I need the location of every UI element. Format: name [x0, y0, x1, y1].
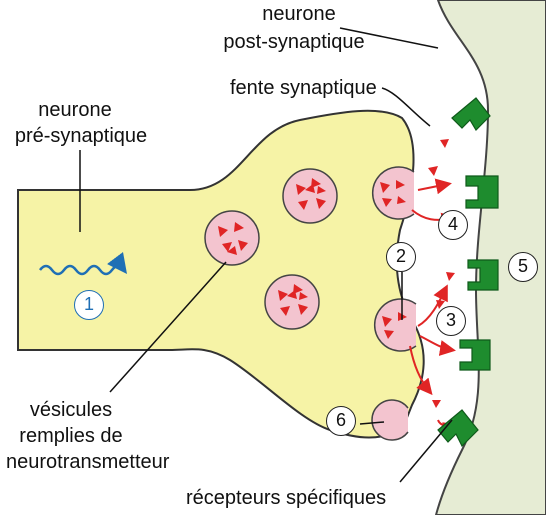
- receptors-label: récepteurs spécifiques: [186, 486, 386, 510]
- neurotransmitters: [428, 139, 455, 408]
- step-4-badge: 4: [438, 210, 468, 240]
- vesicles-label-line1: vésicules: [16, 398, 126, 422]
- step-3-badge: 3: [436, 306, 466, 336]
- receptor: [452, 98, 490, 130]
- step-6-badge: 6: [326, 406, 356, 436]
- recycling-vesicle: [372, 400, 408, 440]
- step-2-badge: 2: [386, 242, 416, 272]
- vesicle: [205, 211, 259, 265]
- presynaptic-label-line1: neurone: [20, 98, 130, 122]
- vesicle: [283, 169, 337, 223]
- step-5-badge: 5: [508, 252, 538, 282]
- vesicles-label-line2: remplies de: [12, 424, 130, 448]
- receptor: [468, 260, 498, 290]
- presynaptic-label-line2: pré-synaptique: [12, 124, 150, 148]
- receptor: [460, 340, 490, 370]
- step-1-badge: 1: [74, 290, 104, 320]
- receptor: [466, 176, 498, 208]
- vesicle: [265, 275, 319, 329]
- postsynaptic-label-line2: post-synaptique: [194, 30, 394, 54]
- postsynaptic-label-line1: neurone: [214, 2, 384, 26]
- cleft-label: fente synaptique: [230, 76, 377, 100]
- vesicles-label-line3: neurotransmetteur: [6, 450, 169, 474]
